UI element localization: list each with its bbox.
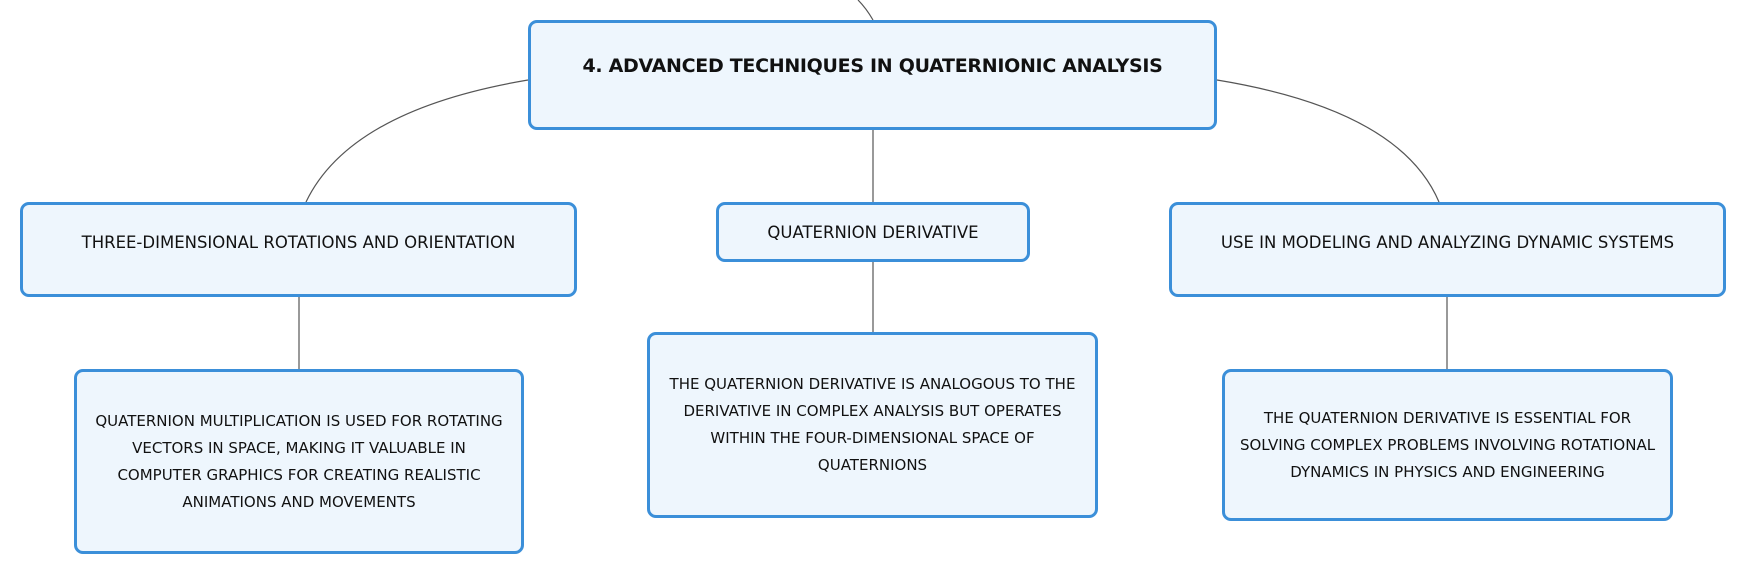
connector-root-left <box>305 79 529 203</box>
detail-text: THE QUATERNION DERIVATIVE IS ESSENTIAL F… <box>1239 408 1656 481</box>
branch-title: QUATERNION DERIVATIVE <box>767 222 979 242</box>
branch-title: THREE-DIMENSIONAL ROTATIONS AND ORIENTAT… <box>81 233 516 252</box>
branch-node-dynamic-systems[interactable]: USE IN MODELING AND ANALYZING DYNAMIC SY… <box>1169 202 1726 297</box>
connector-root-right <box>1216 79 1440 203</box>
detail-node-rotations[interactable]: QUATERNION MULTIPLICATION IS USED FOR RO… <box>74 369 524 554</box>
root-node[interactable]: 4. ADVANCED TECHNIQUES IN QUATERNIONIC A… <box>528 20 1217 130</box>
root-title: 4. ADVANCED TECHNIQUES IN QUATERNIONIC A… <box>582 55 1163 77</box>
detail-node-derivative[interactable]: THE QUATERNION DERIVATIVE IS ANALOGOUS T… <box>647 332 1098 518</box>
branch-title: USE IN MODELING AND ANALYZING DYNAMIC SY… <box>1220 233 1675 252</box>
detail-node-dynamic-systems[interactable]: THE QUATERNION DERIVATIVE IS ESSENTIAL F… <box>1222 369 1673 521</box>
branch-node-derivative[interactable]: QUATERNION DERIVATIVE <box>716 202 1030 262</box>
branch-node-rotations[interactable]: THREE-DIMENSIONAL ROTATIONS AND ORIENTAT… <box>20 202 577 297</box>
detail-text: THE QUATERNION DERIVATIVE IS ANALOGOUS T… <box>669 375 1076 474</box>
connector-parent <box>857 0 874 21</box>
detail-text: QUATERNION MULTIPLICATION IS USED FOR RO… <box>95 411 503 511</box>
